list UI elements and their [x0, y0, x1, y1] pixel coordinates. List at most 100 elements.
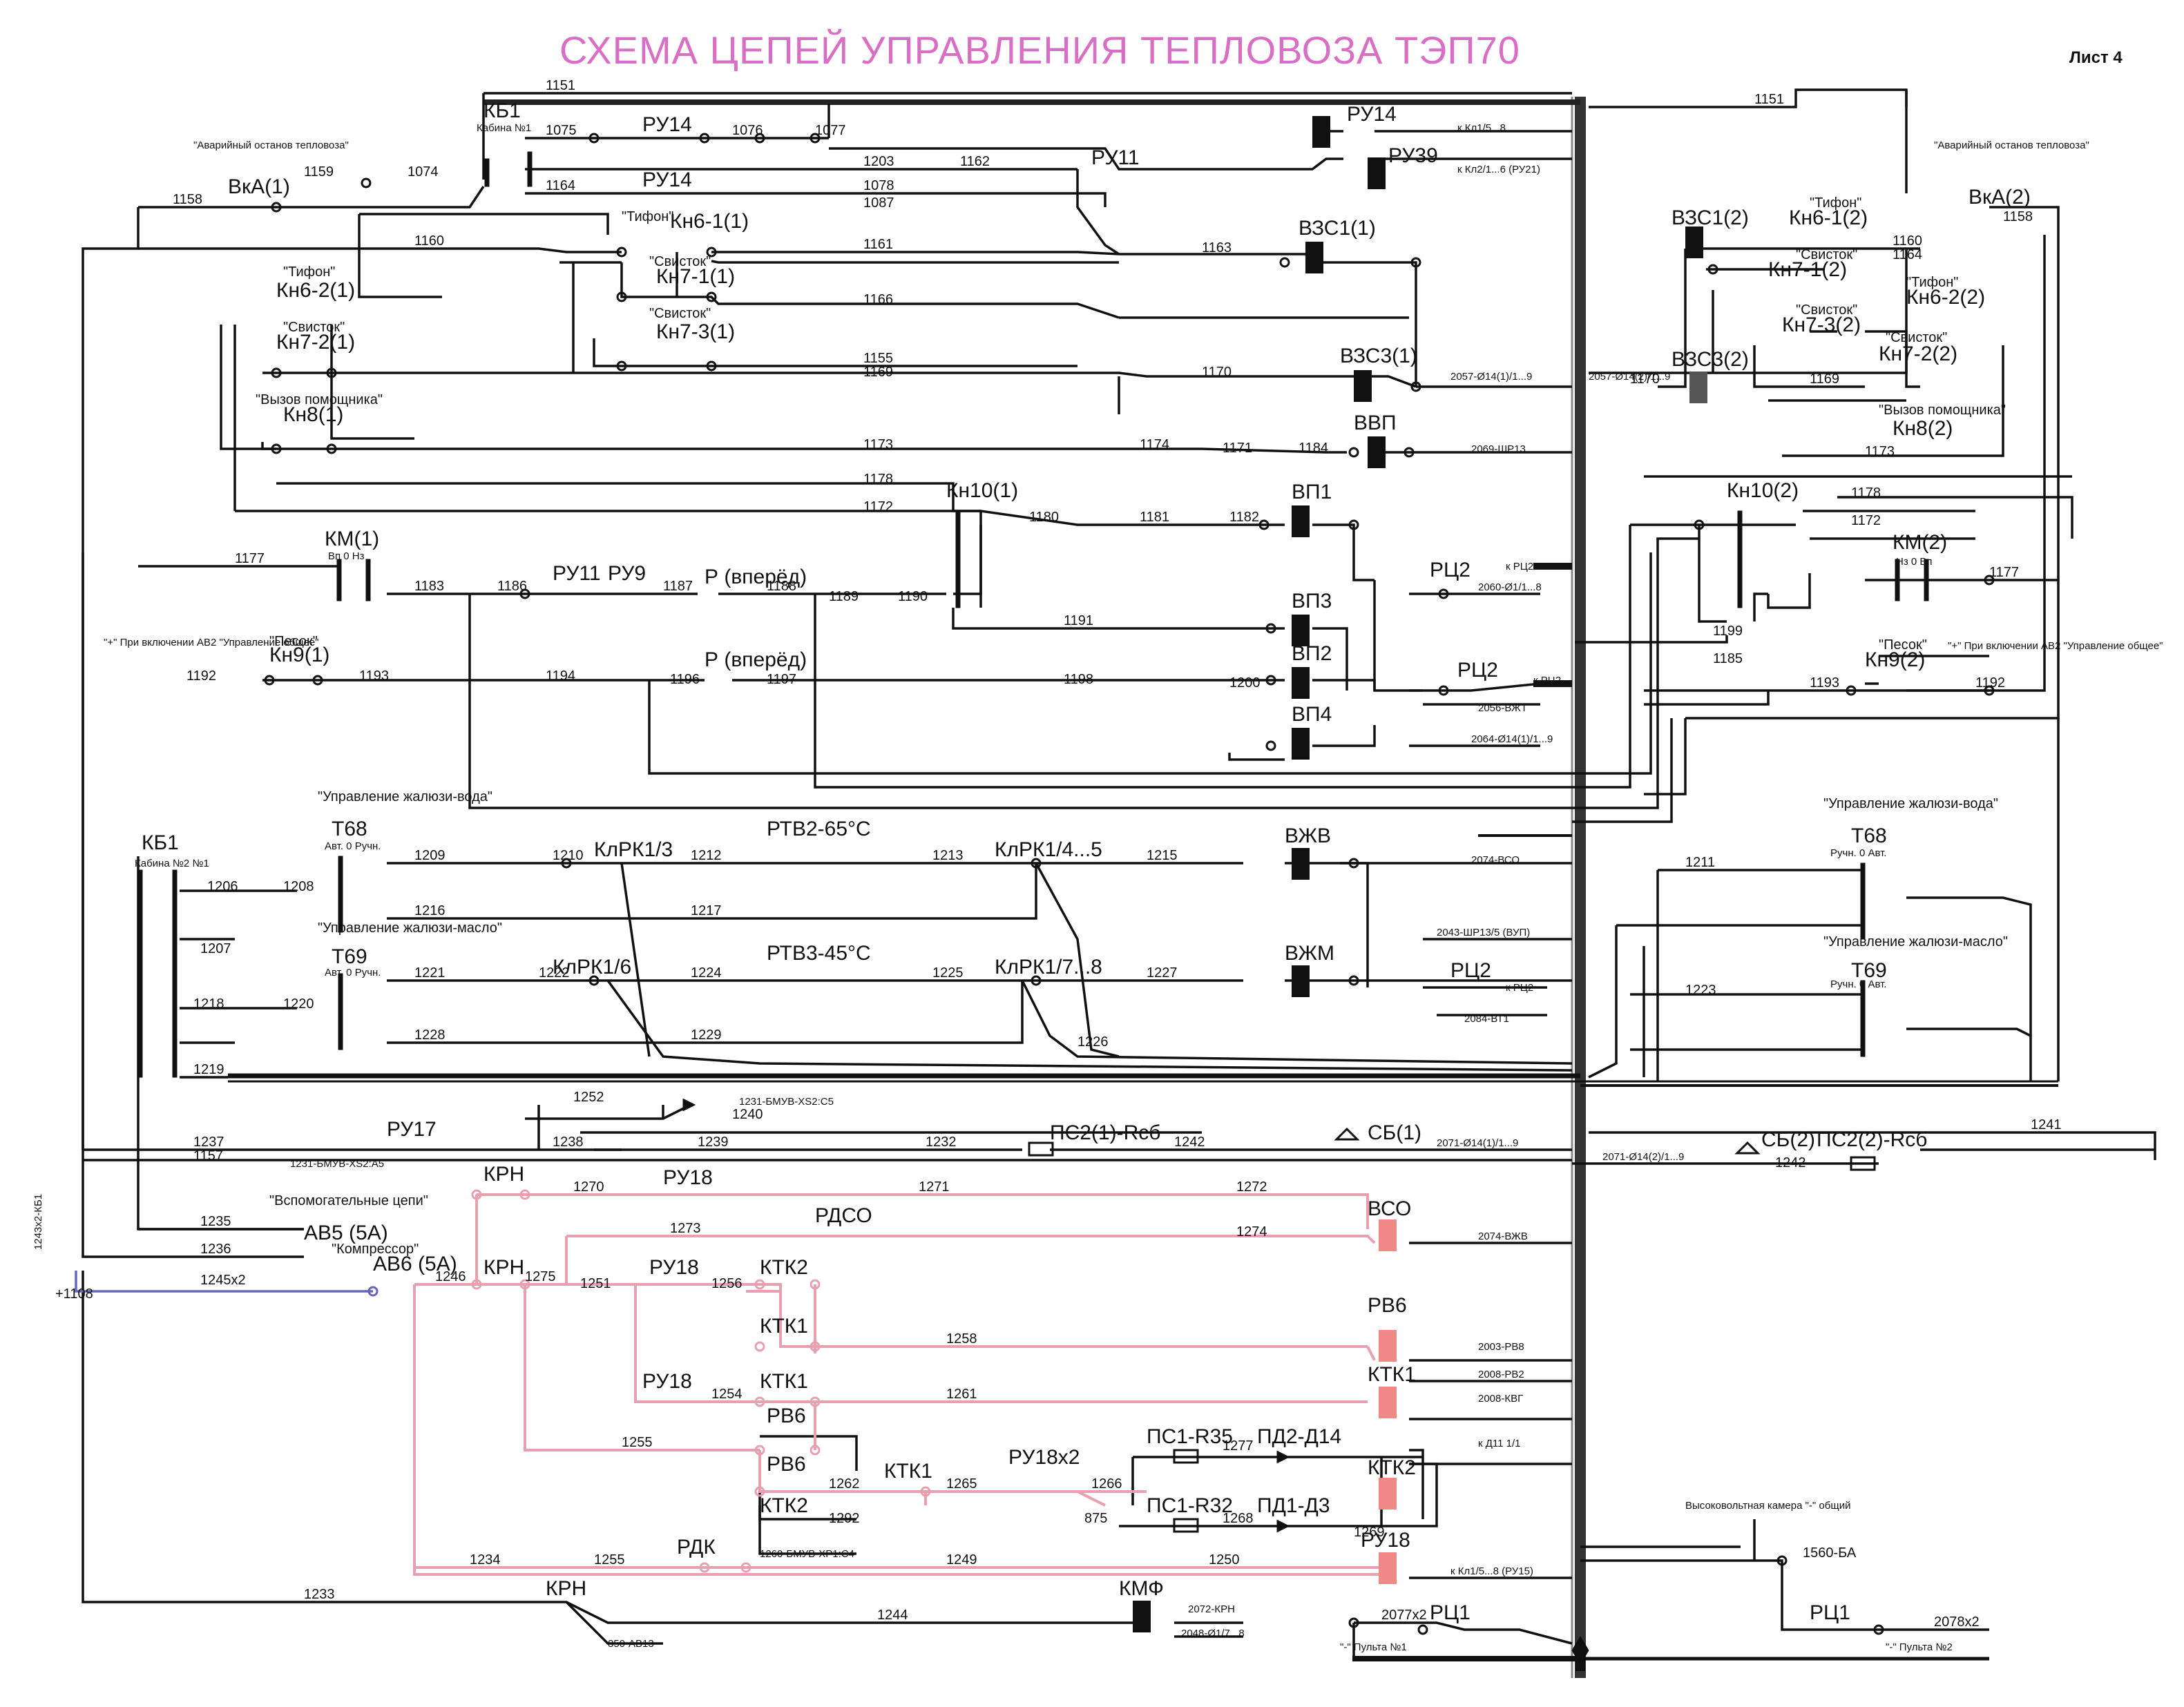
label-ktk2-coil: КТК2 [1368, 1456, 1416, 1479]
label-kn10-1: Кн10(1) [946, 479, 1018, 502]
wire-1236: 1236 [200, 1242, 231, 1257]
label-ru14-a: РУ14 [642, 113, 692, 136]
wire-1075: 1075 [546, 123, 577, 138]
label-kompr: "Компрессор" [332, 1242, 419, 1257]
wire-1192-r: 1192 [1975, 675, 2005, 691]
wire-1184: 1184 [1299, 441, 1328, 456]
label-kn6-2-2: Кн6-2(2) [1906, 286, 1985, 309]
diode-pd1-d3 [1276, 1519, 1290, 1533]
label-ru11: РУ11 [553, 562, 601, 585]
wire-1256: 1256 [711, 1276, 743, 1291]
wire-1245: 1245x2 [200, 1273, 246, 1288]
wire-1206: 1206 [207, 879, 238, 894]
label-sb2: СБ(2) [1761, 1128, 1815, 1151]
label-vp3: ВП3 [1292, 590, 1332, 613]
label-ru14-coil: РУ14 [1347, 103, 1397, 126]
label-p-vpered-1: Р (вперёд) [705, 566, 807, 588]
label-vka2: ВкА(2) [1969, 186, 2031, 209]
label-svistok-6: "Свисток" [1886, 330, 1947, 345]
wire-1077: 1077 [815, 123, 846, 138]
label-krn-2: КРН [483, 1256, 524, 1279]
wire-1173-r: 1173 [1865, 444, 1895, 459]
coil-vzs3-1 [1354, 370, 1372, 402]
diagram-title: СХЕМА ЦЕПЕЙ УПРАВЛЕНИЯ ТЕПЛОВОЗА ТЭП70 [559, 28, 1520, 72]
wire-1200: 1200 [1229, 675, 1261, 691]
term-2048: 2048-Ø1/7...8 [1181, 1628, 1245, 1639]
label-km2-pos: Нз 0 Вп [1896, 556, 1933, 568]
label-kb1-bottom: КБ1 [142, 831, 179, 854]
term-850: 850-АВ13 [608, 1638, 654, 1650]
label-klrk1-4-5: КлРК1/4...5 [995, 838, 1102, 861]
wire-1234: 1234 [470, 1552, 501, 1568]
label-kn8-1: Кн8(1) [283, 403, 343, 426]
label-vka1: ВкА(1) [228, 175, 290, 198]
label-krn-1: КРН [483, 1163, 524, 1186]
label-sb1: СБ(1) [1368, 1121, 1421, 1144]
wire-1223: 1223 [1685, 983, 1716, 998]
resistor-ps2-2 [1850, 1156, 1876, 1171]
label-kn7-1-2: Кн7-1(2) [1768, 258, 1847, 281]
label-ru11-top: РУ11 [1091, 146, 1140, 169]
wire-1274: 1274 [1236, 1224, 1267, 1240]
wire-1087: 1087 [863, 195, 894, 211]
label-rc1-b: РЦ1 [1810, 1601, 1850, 1624]
label-km1: КМ(1) [325, 528, 379, 550]
component-labels: КБ1 Кабина №1 "Аварийный останов теплово… [32, 99, 2163, 1653]
wire-1560: 1560-БА [1803, 1545, 1857, 1561]
label-rdk: РДК [677, 1536, 716, 1559]
wire-1170-r: 1170 [1630, 372, 1660, 387]
wire-1160-r: 1160 [1893, 233, 1922, 249]
label-vp2: ВП2 [1292, 642, 1332, 665]
contact-points [264, 133, 1995, 1635]
wire-1203: 1203 [863, 154, 894, 169]
label-t69-2: Т69 [1851, 959, 1887, 982]
label-ktk2-a: КТК2 [760, 1256, 808, 1279]
label-pd1-d3: ПД1-Д3 [1257, 1494, 1330, 1517]
term-krc2-c: к РЦ2 [1506, 982, 1533, 994]
label-upr-maslo-2: "Управление жалюзи-масло" [1823, 934, 2008, 949]
term-2056: 2056-ВЖТ [1478, 702, 1527, 714]
coil-vp2 [1292, 667, 1310, 699]
wire-1169-r: 1169 [1810, 372, 1839, 387]
coil-ktk1 [1379, 1387, 1397, 1418]
relay-coils-pink [1379, 1219, 1397, 1584]
coil-vzs3-2 [1689, 372, 1707, 403]
label-p-vpered-2: Р (вперёд) [705, 648, 807, 671]
label-ktk1-a: КТК1 [760, 1315, 808, 1338]
diode-pd2-d14 [1276, 1450, 1290, 1464]
compressor-wiring-highlighted [413, 1193, 1381, 1576]
label-kmf: КМФ [1119, 1577, 1164, 1600]
t68-strip [338, 856, 343, 933]
label-km1-pos: Вп 0 Нз [328, 550, 365, 562]
label-vp4: ВП4 [1292, 703, 1332, 726]
coil-ru18 [1379, 1552, 1397, 1584]
wire-1196: 1196 [670, 672, 700, 687]
label-pesok-2: "Песок" [1879, 637, 1927, 653]
wire-1229: 1229 [691, 1028, 722, 1043]
term-krc2-a: к РЦ2 [1506, 561, 1533, 572]
label-kn7-2-1: Кн7-2(1) [276, 331, 355, 354]
label-svistok-1: "Свисток" [649, 254, 711, 269]
kn10-1-strip [955, 510, 961, 608]
label-tifon-1: "Тифон" [622, 209, 673, 224]
wire-1198: 1198 [1064, 672, 1093, 687]
coil-vzhm [1292, 965, 1310, 997]
label-kn6-1-1: Кн6-1(1) [670, 210, 749, 233]
label-rc2-a: РЦ2 [1430, 559, 1471, 581]
wire-1185: 1185 [1713, 651, 1743, 666]
wire-1158-r: 1158 [2003, 209, 2033, 224]
label-t68-1-pos: Авт. 0 Ручн. [325, 840, 381, 852]
label-ru18x2: РУ18х2 [1008, 1446, 1080, 1469]
wire-1157: 1157 [193, 1148, 223, 1164]
wire-1076: 1076 [732, 123, 763, 138]
label-kb1-top: КБ1 [483, 99, 521, 122]
wire-1191: 1191 [1064, 613, 1093, 628]
label-kab-n2-n1: Кабина №2 №1 [135, 858, 209, 869]
wire-1269: 1269 [1354, 1525, 1385, 1540]
wire-1217: 1217 [691, 903, 722, 918]
wire-1265: 1265 [946, 1476, 977, 1492]
wire-1188: 1188 [767, 579, 796, 594]
wire-1170: 1170 [1202, 365, 1232, 380]
